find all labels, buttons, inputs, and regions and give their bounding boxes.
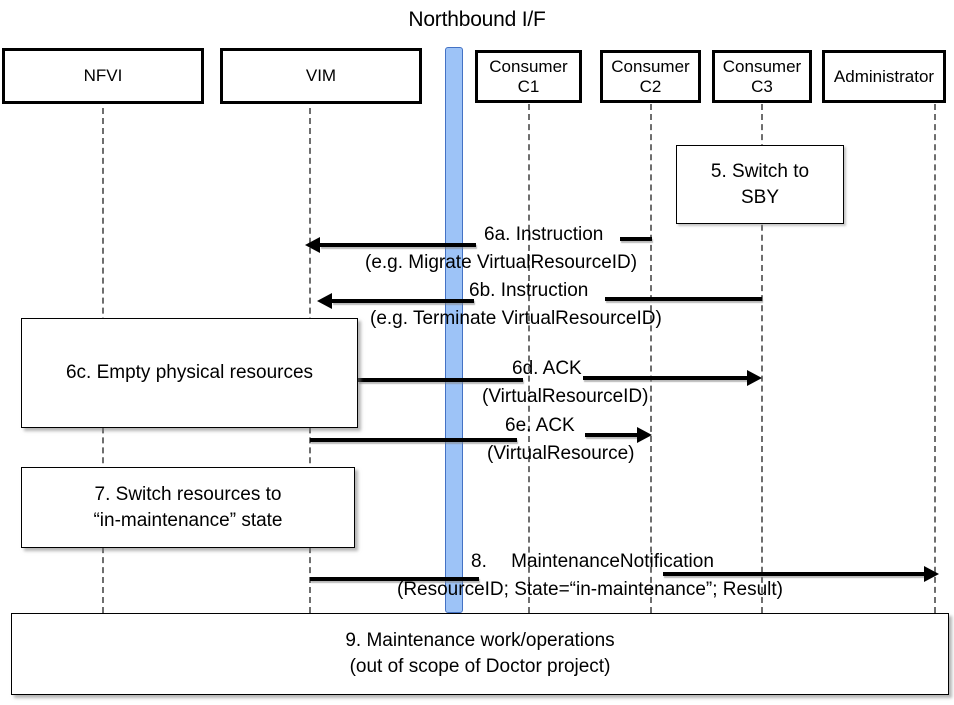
- note-label-switch-to-sby: 5. Switch to SBY: [710, 160, 810, 208]
- actor-label-consumer-c2: Consumer C2: [611, 56, 690, 96]
- message-6a-segment-left: [320, 243, 476, 247]
- message-6e-arrowhead: [637, 427, 652, 443]
- lifeline-consumer-c2: [650, 104, 652, 613]
- actor-label-consumer-c3: Consumer C3: [722, 56, 802, 96]
- message-6d-arrowhead: [747, 370, 762, 386]
- message-6b-segment-left: [332, 299, 474, 303]
- actor-label-vim: VIM: [305, 66, 337, 86]
- actor-box-consumer-c3[interactable]: Consumer C3: [712, 50, 812, 103]
- message-6b-segment-right: [605, 297, 762, 301]
- message-6d-segment-left: [358, 378, 523, 382]
- message-8-params: (ResourceID; State=“in-maintenance”; Res…: [397, 579, 783, 600]
- note-label-switch-resources-in-maintenance: 7. Switch resources to “in-maintenance” …: [93, 483, 283, 531]
- lifeline-administrator: [934, 104, 936, 613]
- actor-box-consumer-c2[interactable]: Consumer C2: [600, 50, 701, 103]
- message-6a-name: 6a. Instruction: [484, 224, 604, 245]
- message-6b-name: 6b. Instruction: [469, 280, 589, 301]
- message-8-arrowhead: [924, 566, 939, 582]
- message-8-segment-left: [310, 577, 479, 581]
- note-box-switch-resources-in-maintenance[interactable]: 7. Switch resources to “in-maintenance” …: [21, 467, 355, 548]
- actor-box-administrator[interactable]: Administrator: [822, 50, 946, 103]
- message-6e-segment-right: [585, 433, 638, 437]
- note-label-empty-physical-resources: 6c. Empty physical resources: [65, 362, 314, 384]
- message-6a-params: (e.g. Migrate VirtualResourceID): [365, 252, 638, 273]
- message-8-name: 8. MaintenanceNotification: [471, 551, 714, 572]
- actor-label-consumer-c1: Consumer C1: [489, 56, 568, 96]
- message-6e-params: (VirtualResource): [487, 443, 635, 464]
- message-6e-name: 6e. ACK: [505, 415, 575, 436]
- message-8-segment-right: [663, 572, 925, 576]
- actor-box-consumer-c1[interactable]: Consumer C1: [475, 50, 582, 103]
- actor-box-vim[interactable]: VIM: [220, 48, 422, 104]
- message-6a-arrowhead: [305, 237, 320, 253]
- note-box-empty-physical-resources[interactable]: 6c. Empty physical resources: [21, 318, 358, 428]
- diagram-title: Northbound I/F: [408, 8, 546, 31]
- message-6a-segment-right: [620, 237, 652, 241]
- message-6b-params: (e.g. Terminate VirtualResourceID): [370, 308, 662, 329]
- actor-box-nfvi[interactable]: NFVI: [2, 48, 204, 104]
- message-6d-segment-right: [583, 376, 748, 380]
- note-box-maintenance-work-operations[interactable]: 9. Maintenance work/operations (out of s…: [11, 613, 949, 695]
- lifeline-consumer-c1: [528, 104, 530, 613]
- message-6d-params: (VirtualResourceID): [482, 386, 649, 407]
- message-6b-arrowhead: [317, 293, 332, 309]
- lifeline-consumer-c3: [761, 104, 763, 613]
- note-box-switch-to-sby[interactable]: 5. Switch to SBY: [676, 145, 844, 224]
- message-6d-name: 6d. ACK: [512, 358, 582, 379]
- message-6e-segment-left: [310, 438, 517, 442]
- actor-label-nfvi: NFVI: [83, 66, 123, 86]
- actor-label-administrator: Administrator: [833, 66, 935, 86]
- northbound-interface-bar: [445, 47, 463, 613]
- note-label-maintenance-work-operations: 9. Maintenance work/operations (out of s…: [345, 630, 615, 677]
